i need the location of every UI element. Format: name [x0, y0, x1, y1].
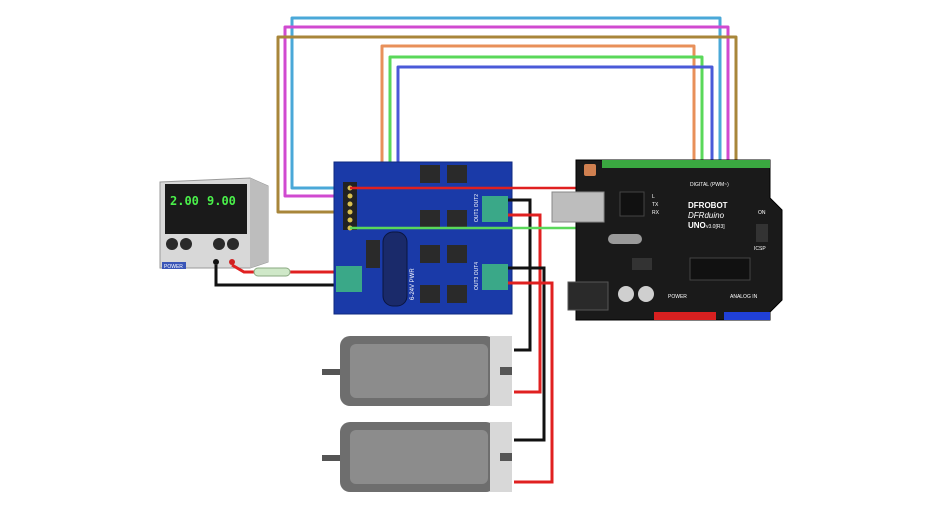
icsp-label: ICSP [754, 246, 766, 252]
wire-light-blue [290, 16, 722, 190]
driver-out-label-bottom: OUT3 OUT4 [474, 262, 480, 290]
power-wires [214, 263, 336, 287]
digital-header [602, 160, 770, 168]
power-supply-brand: POWER [164, 264, 183, 270]
terminal-black [213, 259, 219, 265]
terminal-red [229, 259, 235, 265]
arduino-model-1: DFRduino [688, 211, 725, 220]
motor-wires [508, 198, 554, 484]
knob-left-2[interactable] [180, 238, 192, 250]
dc-jack [567, 281, 609, 311]
usb-port[interactable] [551, 191, 605, 223]
wire-olive [276, 35, 738, 214]
voltage-display: 2.00 [170, 194, 199, 208]
on-label: ON [758, 210, 766, 216]
wire-motor2-red [508, 281, 554, 484]
knob-right-2[interactable] [227, 238, 239, 250]
motor-bottom [322, 422, 512, 492]
power-supply: 2.00 9.00 POWER [159, 177, 269, 270]
capacitor [382, 231, 408, 307]
wire-magenta [283, 25, 730, 198]
arduino-version: v3.0[R3] [706, 224, 725, 230]
rx-label: RX [652, 210, 660, 216]
digital-label: DIGITAL (PWM~) [690, 182, 729, 188]
reset-button[interactable] [584, 164, 596, 176]
arduino-model-2: UNO [688, 221, 706, 230]
driver-out-label-top: OUT1 OUT2 [474, 194, 480, 222]
wire-motor1-black [508, 198, 532, 352]
knob-left-1[interactable] [166, 238, 178, 250]
knob-right-1[interactable] [213, 238, 225, 250]
l-label: L [652, 194, 655, 200]
motor-driver-board: 6-24V PWR OUT1 OUT2 OUT3 OUT4 [333, 161, 513, 315]
inline-fuse [253, 267, 291, 277]
motor-top [322, 336, 512, 406]
terminal-out-top [482, 196, 508, 222]
wire-motor1-red [508, 213, 542, 394]
power-header [654, 312, 716, 320]
wire-motor2-black [508, 266, 546, 442]
wire-supply-red [231, 263, 256, 274]
arduino-brand: DFROBOT [688, 201, 728, 210]
current-display: 9.00 [207, 194, 236, 208]
tx-label: TX [652, 202, 659, 208]
icsp-header [756, 224, 768, 242]
analog-label: ANALOG IN [730, 294, 758, 300]
wire-supply-black [214, 265, 336, 287]
power-label: POWER [668, 294, 687, 300]
terminal-out-bottom [482, 264, 508, 290]
driver-voltage-label: 6-24V PWR [410, 268, 416, 300]
analog-header [724, 312, 770, 320]
terminal-power [336, 266, 362, 292]
arduino-board: DIGITAL (PWM~) DFROBOT DFRduino UNO v3.0… [551, 159, 783, 321]
